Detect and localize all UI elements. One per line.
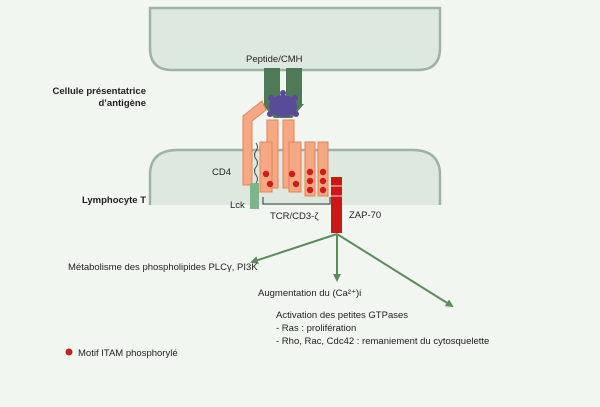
itam-dots xyxy=(262,168,327,194)
zap70-kinase xyxy=(331,177,342,233)
legend-itam-label: Motif ITAM phosphorylé xyxy=(78,348,178,359)
peptide-icon xyxy=(267,90,299,117)
cd4-coreceptor xyxy=(242,100,267,186)
lck-kinase xyxy=(250,183,259,209)
outcome-calcium: Augmentation du (Ca²⁺)i xyxy=(258,288,361,299)
legend-itam-dot xyxy=(65,348,73,356)
outcome-gtpases-rho: - Rho, Rac, Cdc42 : remaniement du cytos… xyxy=(276,336,489,347)
peptide-cmh-label: Peptide/CMH xyxy=(246,54,303,65)
zap70-label: ZAP-70 xyxy=(349,210,381,221)
lck-label: Lck xyxy=(230,200,245,211)
outcome-metabolism: Métabolisme des phospholipides PLCγ, PI3… xyxy=(68,262,258,273)
apc-cell xyxy=(148,6,442,72)
outcome-gtpases-title: Activation des petites GTPases xyxy=(276,310,408,321)
mhc-left-arm xyxy=(264,68,280,104)
tcr-label: TCR/CD3-ζ xyxy=(270,211,319,222)
mhc-right-arm xyxy=(286,68,302,104)
apc-label-line2: d’antigène xyxy=(98,98,146,109)
lck-link xyxy=(254,142,258,184)
apc-label-line1: Cellule présentatrice xyxy=(53,86,146,97)
signal-arrows xyxy=(250,233,454,308)
tcr-bracket xyxy=(262,197,331,205)
outcome-gtpases-ras: - Ras : prolifération xyxy=(276,323,356,334)
lymphocyte-label: Lymphocyte T xyxy=(82,195,146,206)
cd4-label: CD4 xyxy=(212,167,231,178)
